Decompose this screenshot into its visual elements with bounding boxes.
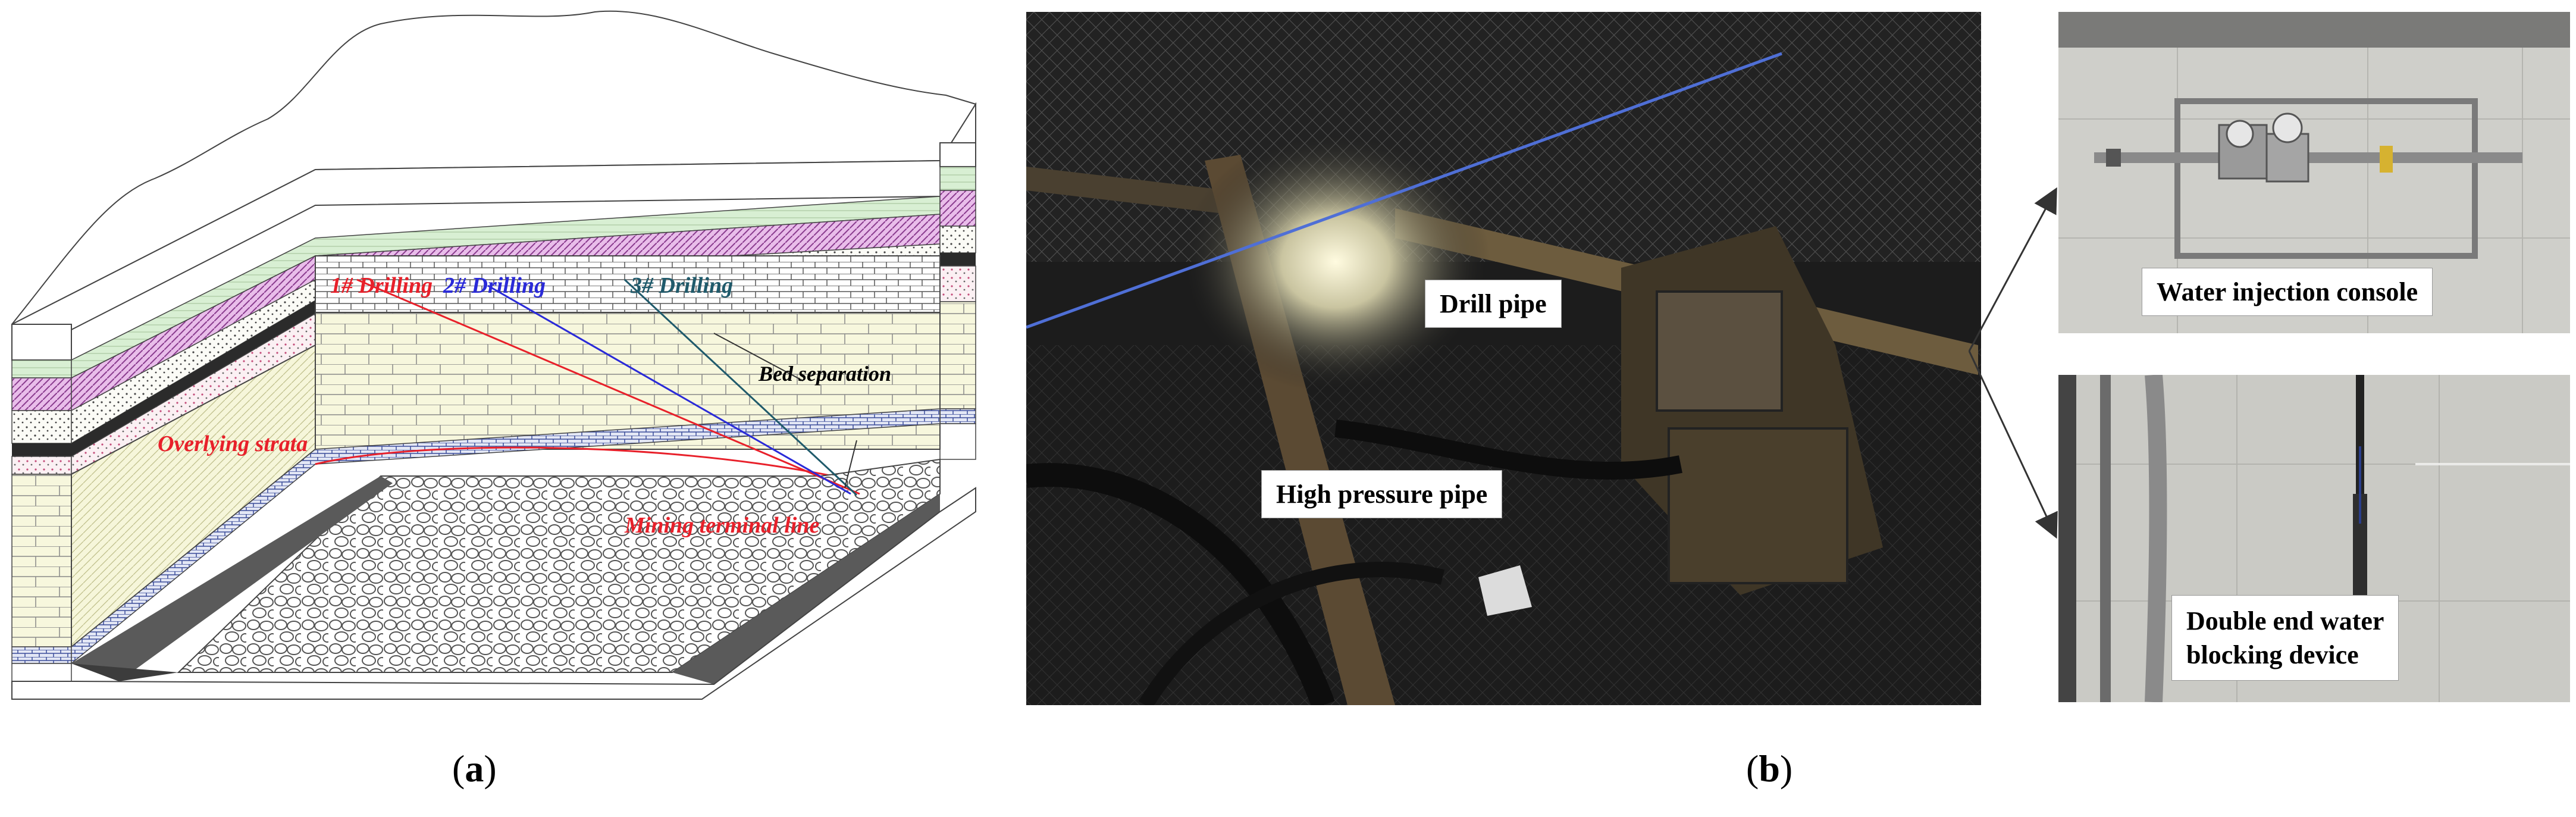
blocker-illustration	[2058, 375, 2570, 702]
right-strata-face	[939, 142, 976, 460]
label-blocking-line1: Double end water	[2186, 606, 2384, 636]
water-blocking-device-photo: Double end water blocking device	[2058, 375, 2570, 702]
caption-a: (a)	[452, 747, 497, 790]
photo-illustration	[1026, 12, 1981, 705]
label-drilling-2: 2# Drilling	[443, 273, 546, 298]
label-overlying-strata: Overlying strata	[158, 431, 308, 456]
caption-b: (b)	[1746, 747, 1793, 790]
arrow-to-console	[1968, 187, 2057, 352]
label-bed-separation: Bed separation	[758, 362, 891, 386]
label-drilling-3: 3# Drilling	[630, 273, 733, 298]
underground-drilling-photo: Drill pipe High pressure pipe	[1026, 12, 1981, 705]
label-drill-pipe: Drill pipe	[1425, 280, 1562, 328]
drilling-line-3	[623, 278, 858, 496]
water-injection-console-photo: Water injection console	[2058, 12, 2570, 333]
left-strata-face	[11, 324, 72, 682]
label-mining-terminal-line: Mining terminal line	[624, 513, 819, 538]
label-blocking-line2: blocking device	[2186, 640, 2359, 670]
label-water-blocking-device: Double end water blocking device	[2171, 595, 2399, 681]
connector-arrows	[1968, 187, 2058, 539]
caption-a-letter: a	[465, 747, 484, 790]
caption-b-letter: b	[1759, 747, 1780, 790]
drilling-line-2	[487, 284, 851, 495]
strata-illustration: 1# Drilling 2# Drilling 3# Drilling Bed …	[11, 10, 977, 700]
geological-block-diagram: 1# Drilling 2# Drilling 3# Drilling Bed …	[0, 0, 999, 744]
label-water-injection-console: Water injection console	[2142, 268, 2433, 316]
arrow-to-blocker	[1968, 350, 2058, 539]
drilling-line-1	[356, 278, 860, 495]
label-drilling-1: 1# Drilling	[330, 273, 433, 298]
label-high-pressure-pipe: High pressure pipe	[1261, 470, 1503, 518]
